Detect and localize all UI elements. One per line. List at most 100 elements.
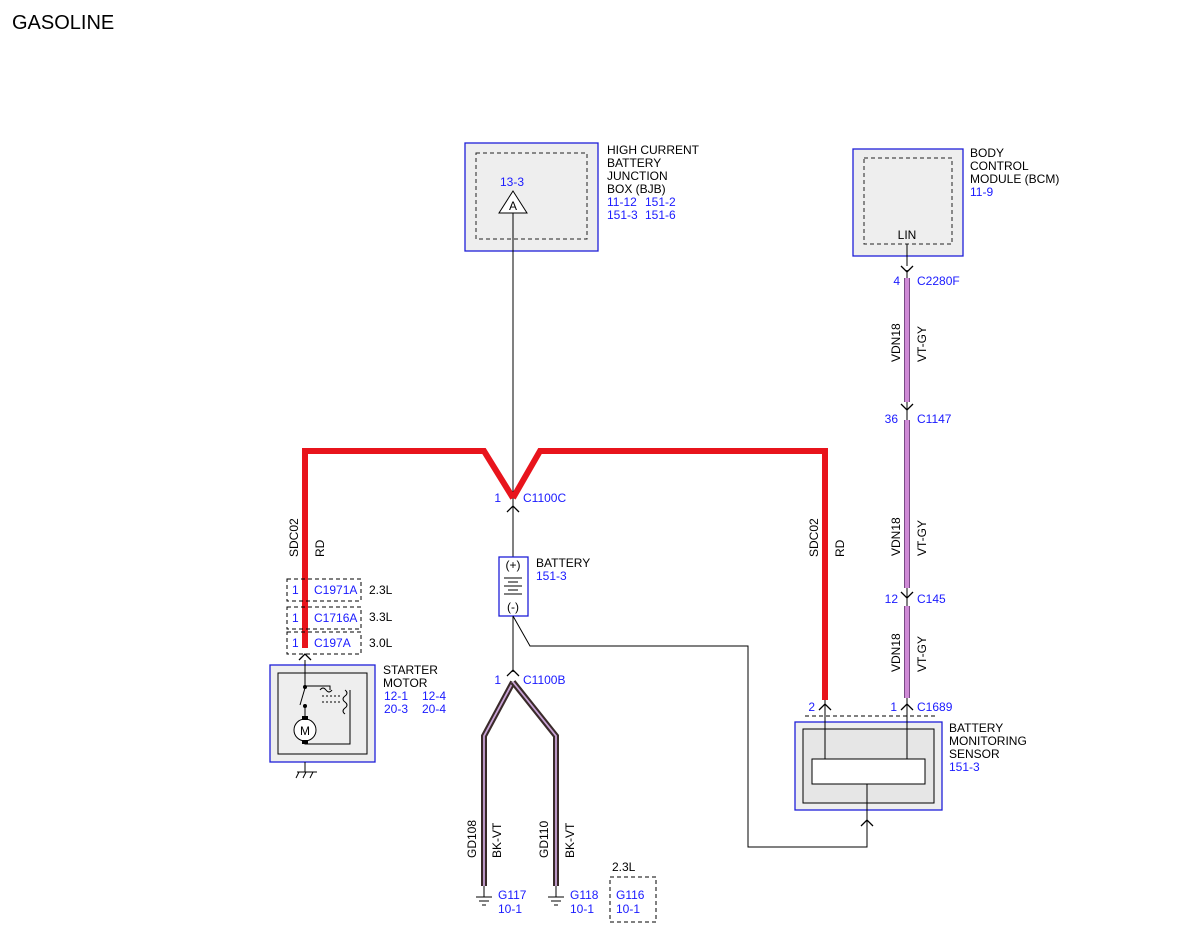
bms-name-line-1: BATTERY: [949, 721, 1003, 735]
c1100b-pin: 1: [494, 673, 501, 687]
battery-to-bms-wire[interactable]: [512, 615, 868, 848]
starter-ref-3[interactable]: 20-3: [384, 702, 408, 716]
bcm-pin-lin: LIN: [898, 228, 917, 242]
ground-icon: [476, 886, 492, 906]
bms-module[interactable]: [794, 715, 943, 827]
bms-pin-2-label: 2: [808, 700, 815, 714]
c2280f-name: C2280F: [917, 274, 960, 288]
right-power-color: RD: [833, 539, 847, 557]
connector-c1100c[interactable]: 1 C1100C: [494, 491, 566, 513]
bjb-ref-1[interactable]: 11-12: [607, 195, 637, 209]
ground-g118[interactable]: G118 10-1: [548, 886, 599, 916]
g116-ref[interactable]: 10-1: [616, 902, 640, 916]
connector-arrow-icon: [506, 669, 520, 677]
battery-ref[interactable]: 151-3: [536, 569, 567, 583]
connector-c1971a[interactable]: 1 C1971A 2.3L: [286, 578, 393, 602]
battery-minus-terminal: (-): [507, 600, 519, 614]
starter-ground-icon: [295, 762, 317, 779]
ground-wire-gd110-label: GD110 BK-VT: [537, 821, 577, 858]
c1100c-name: C1100C: [523, 491, 566, 505]
starter-label: STARTER MOTOR 12-1 12-4 20-3 20-4: [383, 663, 446, 716]
c145-pin: 12: [885, 592, 899, 606]
bms-ref[interactable]: 151-3: [949, 760, 980, 774]
right-power-wire-label: SDC02 RD: [807, 518, 847, 557]
ground-wire-gd108-label: GD108 BK-VT: [465, 820, 504, 858]
right-power-circuit: SDC02: [807, 518, 821, 557]
lin-1-color: VT-GY: [915, 326, 929, 362]
bcm-ref[interactable]: 11-9: [970, 185, 993, 199]
g118-name: G118: [570, 888, 599, 902]
connector-c197a[interactable]: 1 C197A 3.0L: [286, 631, 393, 655]
bcm-name-line-3: MODULE (BCM): [970, 172, 1059, 186]
connector-c1716a[interactable]: 1 C1716A 3.3L: [286, 606, 393, 630]
c1971a-pin: 1: [292, 583, 299, 597]
ground-wire-gd110[interactable]: [510, 680, 559, 886]
starter-motor[interactable]: M: [269, 660, 376, 779]
c1971a-variant: 2.3L: [369, 583, 393, 597]
bjb-name-line-4: BOX (BJB): [607, 182, 666, 196]
c1100c-pin: 1: [494, 491, 501, 505]
starter-ref-2[interactable]: 12-4: [422, 689, 446, 703]
bjb-name-line-1: HIGH CURRENT: [607, 143, 700, 157]
lin-wire-label-1: VDN18 VT-GY: [889, 323, 929, 362]
lin-3-color: VT-GY: [915, 636, 929, 672]
c1147-pin: 36: [885, 412, 899, 426]
g116-name: G116: [616, 888, 645, 902]
starter-ref-1[interactable]: 12-1: [384, 689, 408, 703]
gd110-circuit: GD110: [537, 821, 551, 858]
bcm-module[interactable]: LIN: [852, 148, 964, 257]
bjb-pin-symbol: A: [509, 199, 517, 213]
bcm-name-line-2: CONTROL: [970, 159, 1029, 173]
right-power-wire[interactable]: [510, 448, 828, 700]
bjb-ref-3[interactable]: 151-3: [607, 208, 638, 222]
c1100b-name: C1100B: [523, 673, 565, 687]
connector-c1100b[interactable]: 1 C1100B: [494, 669, 565, 687]
c1147-name: C1147: [917, 412, 952, 426]
g117-ref[interactable]: 10-1: [498, 902, 522, 916]
ground-g117[interactable]: G117 10-1: [476, 886, 527, 916]
bjb-name-line-3: JUNCTION: [607, 169, 668, 183]
c145-name: C145: [917, 592, 946, 606]
bcm-name-line-1: BODY: [970, 146, 1004, 160]
c1716a-name: C1716A: [314, 611, 357, 625]
g118-ref[interactable]: 10-1: [570, 902, 594, 916]
c197a-name: C197A: [314, 636, 351, 650]
starter-connector-arrow-icon: [298, 653, 312, 661]
battery[interactable]: (+) (-): [498, 556, 529, 617]
bjb-ref-4[interactable]: 151-6: [645, 208, 676, 222]
bjb-name-line-2: BATTERY: [607, 156, 661, 170]
bms-name-line-3: SENSOR: [949, 747, 1000, 761]
bjb-module[interactable]: 13-3 A: [464, 142, 599, 252]
gd108-circuit: GD108: [465, 820, 479, 858]
starter-ref-4[interactable]: 20-4: [422, 702, 446, 716]
connector-arrow-icon: [506, 505, 520, 513]
motor-icon: M: [293, 716, 317, 744]
left-power-wire-label: SDC02 RD: [287, 518, 327, 557]
ground-icon: [548, 886, 564, 906]
ground-g116[interactable]: 2.3L G116 10-1: [609, 860, 657, 923]
ground-wire-gd108[interactable]: [481, 680, 516, 886]
c1716a-pin: 1: [292, 611, 299, 625]
bms-pin-2[interactable]: 2: [808, 700, 832, 716]
starter-name-line-2: MOTOR: [383, 676, 428, 690]
lin-2-color: VT-GY: [915, 520, 929, 556]
g116-variant: 2.3L: [612, 860, 636, 874]
motor-symbol: M: [300, 724, 310, 738]
bms-sensor-element: [811, 758, 926, 785]
bcm-label: BODY CONTROL MODULE (BCM) 11-9: [970, 146, 1059, 199]
bms-name-line-2: MONITORING: [949, 734, 1027, 748]
c197a-variant: 3.0L: [369, 636, 393, 650]
bjb-pin-ref[interactable]: 13-3: [500, 175, 524, 189]
c2280f-pin: 4: [893, 274, 900, 288]
lin-wire-label-3: VDN18 VT-GY: [889, 633, 929, 672]
connector-c2280f[interactable]: 4 C2280F: [893, 265, 960, 288]
left-power-wire[interactable]: [302, 448, 516, 648]
connector-c1689[interactable]: 1 C1689: [890, 698, 953, 716]
starter-solenoid-icon: [299, 660, 351, 745]
bjb-ref-2[interactable]: 151-2: [645, 195, 676, 209]
c1971a-name: C1971A: [314, 583, 357, 597]
left-power-circuit: SDC02: [287, 518, 301, 557]
battery-name: BATTERY: [536, 556, 590, 570]
connector-c1147[interactable]: 36 C1147: [885, 402, 952, 426]
connector-c145[interactable]: 12 C145: [885, 588, 946, 606]
